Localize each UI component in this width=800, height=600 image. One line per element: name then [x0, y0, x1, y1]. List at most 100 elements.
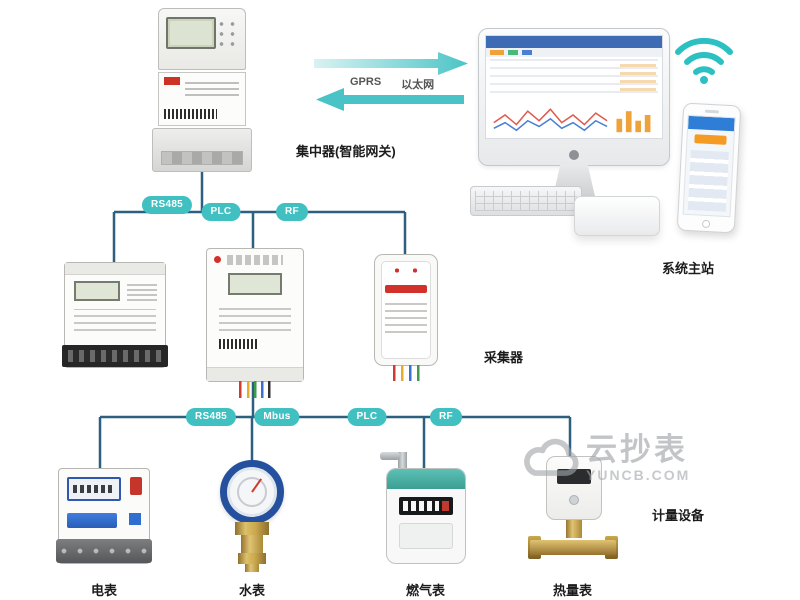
dashboard-table: [490, 59, 658, 93]
bus2-badge-mbus: Mbus: [254, 408, 300, 426]
bus1-badge-rs485: RS485: [141, 196, 193, 214]
collector-1-label-lines: [127, 281, 157, 301]
chart-line-red: [493, 108, 608, 126]
water-meter-dial: [220, 460, 284, 524]
collector-1-header: [65, 263, 165, 275]
desktop-computer: [478, 28, 670, 218]
concentrator-nameplate: [158, 72, 246, 126]
concentrator-device: [152, 8, 252, 172]
wifi-icon: [675, 37, 733, 84]
collector-2-barcode: [219, 339, 259, 349]
gas-meter-body: [386, 468, 466, 564]
gas-meter-device: [380, 452, 466, 564]
electric-meter-label: 电表: [91, 583, 118, 598]
electric-meter-blue-block: [67, 513, 117, 528]
watermark-text: 云抄表 YUNCB.COM: [586, 431, 691, 484]
heat-meter-neck: [566, 520, 582, 538]
collector-1-lcd: [74, 281, 120, 301]
external-drive: [574, 196, 660, 236]
collector-3-nameplate: [385, 303, 427, 333]
dashboard-chart: [493, 108, 651, 133]
heat-meter-pipe: [530, 540, 616, 555]
bus1-wire: [112, 172, 407, 262]
nameplate-text-lines: [185, 78, 239, 96]
phone-app-header: [688, 115, 735, 132]
gas-meter-counter: [399, 497, 453, 515]
uplink-arrow: [314, 52, 468, 75]
gas-meter-teal-cap: [387, 469, 465, 489]
electric-meter-lcd: [67, 477, 121, 501]
collector-3-leds: [393, 267, 419, 274]
electric-meter-red-tab: [130, 477, 142, 495]
phone-app-rows: [687, 150, 729, 212]
master-station-label: 系统主站: [662, 261, 715, 276]
collector-2-bottom-panel: [207, 367, 303, 381]
collector-2-header: [227, 255, 283, 265]
bus2-badge-plc: PLC: [347, 408, 387, 426]
watermark-brand: 云抄表: [586, 431, 688, 467]
collector-3-wires: [389, 365, 423, 381]
chart-bars-orange: [616, 111, 651, 133]
gas-meter-label: 燃气表: [406, 583, 446, 598]
dashboard-toolbar: [486, 48, 662, 57]
electric-meter-terminals: [56, 539, 152, 563]
bus1-badge-plc: PLC: [201, 203, 241, 221]
collector-1-terminal-strip: [62, 345, 168, 367]
phone-screen: [682, 114, 736, 218]
nameplate-barcode: [164, 109, 217, 119]
phone-highlight-value: [694, 134, 727, 145]
collector-label: 采集器: [484, 350, 524, 365]
bus2-badge-rf: RF: [430, 408, 462, 426]
gprs-label: GPRS: [350, 76, 382, 88]
apple-logo: [569, 150, 579, 160]
dashboard-titlebar: [486, 36, 662, 48]
collector-meter-1: [62, 262, 168, 368]
pipe-stem: [245, 564, 259, 572]
electric-meter-blue-button: [129, 513, 141, 525]
bus1-badge-rf: RF: [276, 203, 308, 221]
link-protocol-labels: GPRS 以太网: [350, 76, 434, 92]
phone-home-button: [701, 219, 711, 229]
smartphone: [676, 102, 742, 234]
heat-meter-button: [569, 495, 579, 505]
status-led: [214, 256, 221, 263]
cloud-logo-icon: [524, 438, 579, 476]
concentrator-display-panel: [158, 8, 246, 70]
watermark-site: YUNCB.COM: [586, 467, 691, 484]
yuncb-watermark: 云抄表 YUNCB.COM: [520, 430, 690, 486]
collector-2-wires: [235, 381, 275, 398]
gas-meter-lower-panel: [399, 523, 453, 549]
collector-meter-2: [206, 248, 304, 398]
metering-devices-label: 计量设备: [652, 508, 705, 523]
concentrator-lcd-screen: [166, 17, 216, 49]
heat-meter-label: 热量表: [553, 583, 593, 598]
bus2-wire: [98, 382, 572, 468]
concentrator-label: 集中器(智能网关): [296, 144, 396, 159]
pipe-nut-lower: [238, 553, 266, 564]
downlink-arrow: [316, 88, 464, 111]
link-arrows: [314, 52, 468, 111]
computer-screen: [478, 28, 670, 166]
pipe-nut-upper: [235, 522, 269, 535]
collector-2-lcd: [228, 273, 282, 295]
collector-2-nameplate: [219, 305, 291, 331]
water-meter-label: 水表: [239, 583, 266, 598]
water-meter-body: [241, 535, 263, 553]
collector-1-nameplate: [74, 309, 156, 331]
chart-line-blue: [493, 117, 608, 132]
gas-pipe-elbow: [380, 452, 400, 460]
collector-module-3: [374, 254, 438, 381]
water-meter-device: [214, 460, 290, 572]
electric-meter-device: [56, 468, 152, 564]
brand-mark: [164, 77, 180, 85]
dashboard-chart-area: [490, 94, 658, 136]
gas-pipe-vertical: [398, 452, 407, 470]
concentrator-keypad: [216, 19, 240, 51]
dashboard-ui: [485, 35, 663, 139]
collector-3-red-bar: [385, 285, 427, 293]
concentrator-terminal-cover: [152, 128, 252, 172]
bus2-badge-rs485: RS485: [185, 408, 237, 426]
ethernet-label: 以太网: [401, 79, 435, 91]
